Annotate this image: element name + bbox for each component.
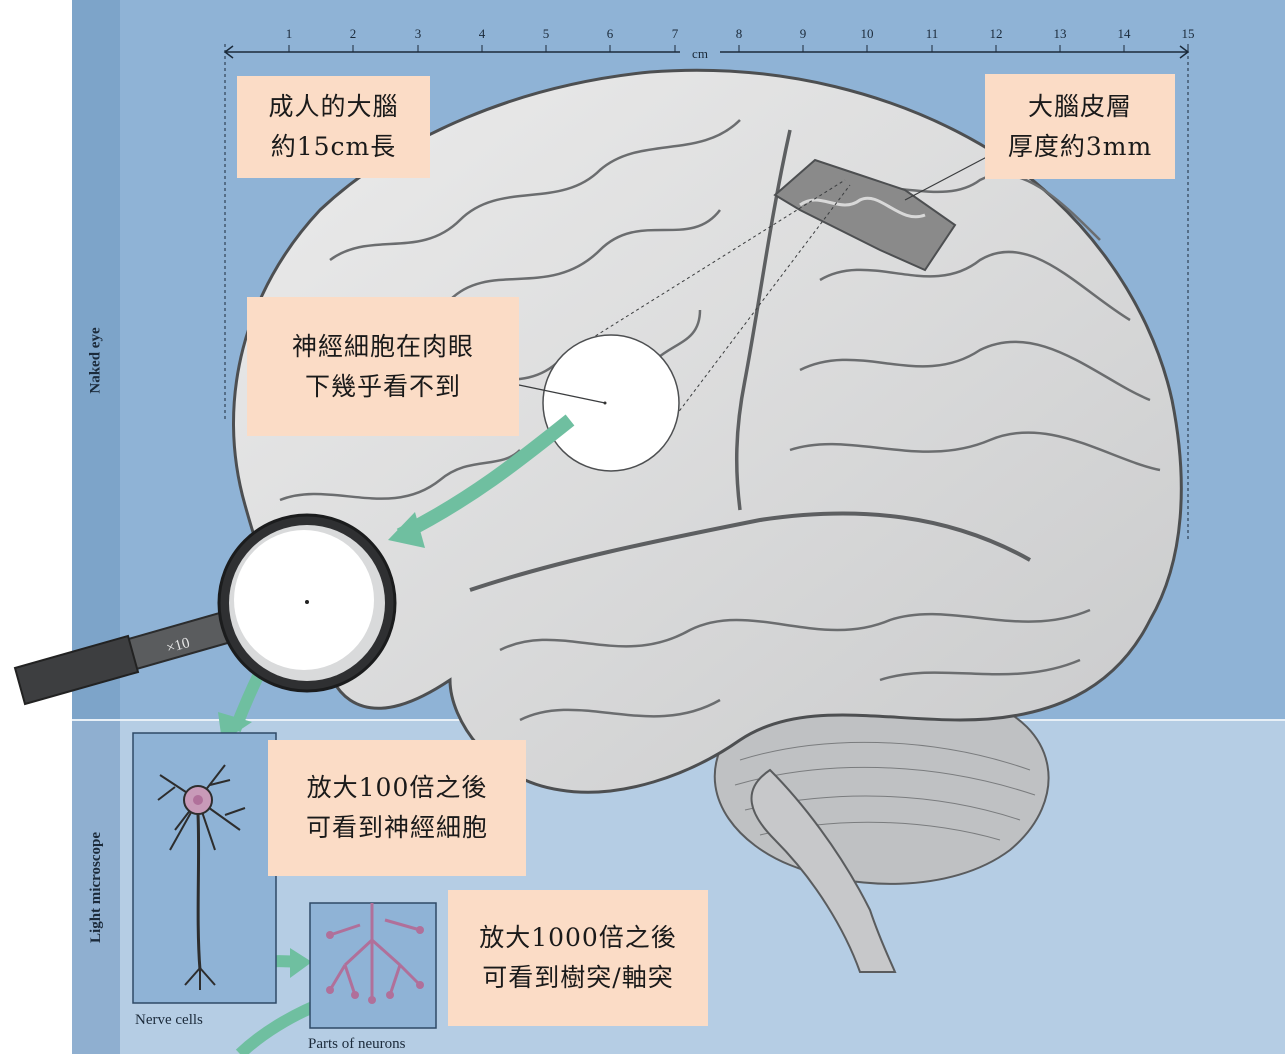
ruler-tick-2: 2: [350, 26, 357, 41]
ruler-unit: cm: [692, 46, 708, 61]
ruler-tick-12: 12: [990, 26, 1003, 41]
ruler-tick-4: 4: [479, 26, 486, 41]
ruler-tick-10: 10: [861, 26, 874, 41]
light-microscope-band: Light microscope: [72, 720, 120, 1054]
x1000-line1: 放大1000倍之後: [479, 918, 677, 958]
cortex-callout: 大腦皮層 厚度約3mm: [985, 74, 1175, 179]
x1000-callout: 放大1000倍之後 可看到樹突/軸突: [448, 890, 708, 1026]
light-microscope-label: Light microscope: [88, 832, 105, 943]
cortex-line2: 厚度約3mm: [1008, 127, 1152, 167]
ruler-tick-7: 7: [672, 26, 679, 41]
x1000-line2: 可看到樹突/軸突: [482, 958, 673, 998]
ruler-tick-5: 5: [543, 26, 550, 41]
ruler-tick-15: 15: [1182, 26, 1195, 41]
ruler-tick-14: 14: [1118, 26, 1132, 41]
ruler-tick-8: 8: [736, 26, 743, 41]
ruler-tick-1: 1: [286, 26, 293, 41]
neuron-nucleus: [193, 795, 203, 805]
nerve-cells-caption: Nerve cells: [135, 1012, 203, 1028]
parts-of-neurons-caption: Parts of neurons: [308, 1036, 406, 1052]
x100-line2: 可看到神經細胞: [306, 808, 488, 848]
brain-length-callout: 成人的大腦 約15cm長: [237, 76, 430, 178]
x100-line1: 放大100倍之後: [307, 768, 488, 808]
nerve-cells-panel: Nerve cells: [133, 733, 276, 1028]
cortex-line1: 大腦皮層: [1028, 87, 1132, 127]
brain-length-line2: 約15cm長: [271, 127, 397, 167]
ruler-tick-3: 3: [415, 26, 422, 41]
ruler-tick-9: 9: [800, 26, 807, 41]
brain-length-line1: 成人的大腦: [268, 87, 398, 127]
naked-eye-circle: [543, 335, 679, 471]
naked-eye-callout: 神經細胞在肉眼 下幾乎看不到: [247, 297, 519, 436]
naked-eye-line2: 下幾乎看不到: [305, 367, 461, 407]
ruler-tick-11: 11: [926, 26, 939, 41]
ruler-tick-13: 13: [1054, 26, 1067, 41]
naked-eye-dot: [604, 402, 607, 405]
naked-eye-line1: 神經細胞在肉眼: [292, 327, 474, 367]
x100-callout: 放大100倍之後 可看到神經細胞: [268, 740, 526, 876]
naked-eye-label: Naked eye: [88, 327, 105, 393]
naked-eye-band: Naked eye: [72, 0, 120, 720]
neuron-axon: [198, 814, 200, 970]
ruler-tick-6: 6: [607, 26, 614, 41]
